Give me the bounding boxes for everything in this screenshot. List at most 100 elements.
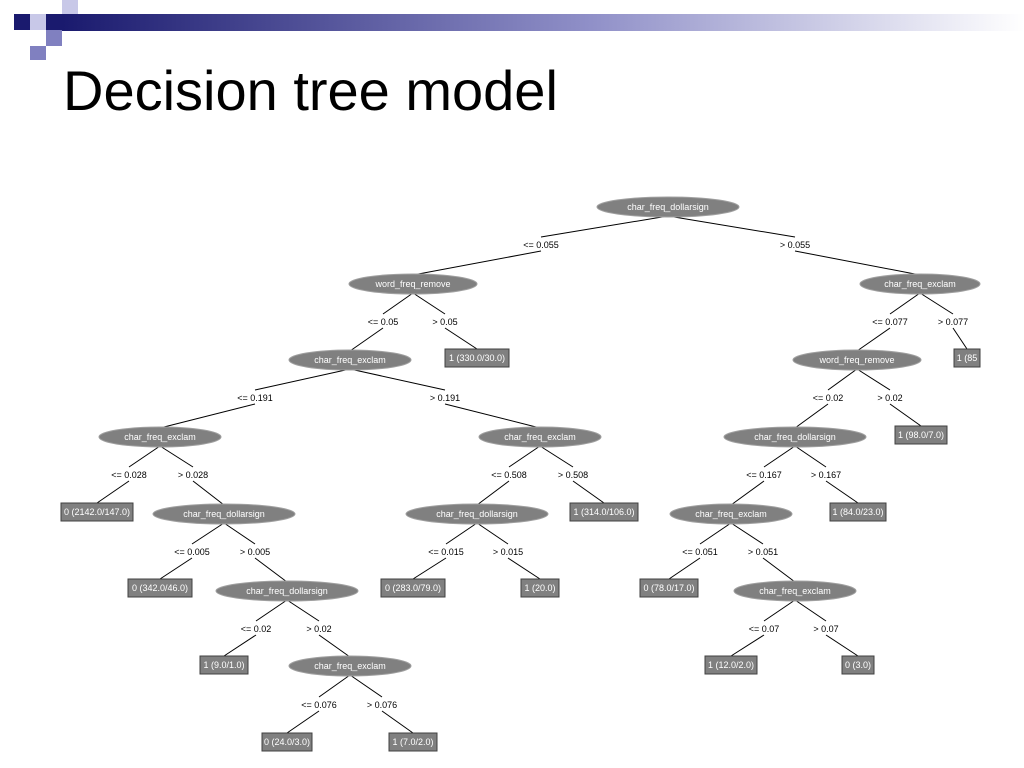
tree-edge bbox=[794, 403, 829, 429]
tree-edge bbox=[349, 327, 384, 352]
leaf-box bbox=[388, 732, 438, 752]
tree-leaf: 1 (98.0/7.0) bbox=[894, 425, 948, 445]
edge-label: > 0.015 bbox=[493, 547, 523, 557]
tree-edge bbox=[667, 215, 796, 238]
tree-edge bbox=[919, 292, 954, 315]
tree-edge bbox=[668, 557, 701, 580]
edge-label: > 0.167 bbox=[811, 470, 841, 480]
tree-edge bbox=[539, 445, 574, 468]
tree-leaf: 0 (342.0/46.0) bbox=[127, 578, 193, 598]
node-label: char_freq_dollarsign bbox=[183, 509, 265, 519]
tree-node: char_freq_exclam bbox=[733, 580, 857, 602]
edge-label: > 0.076 bbox=[367, 700, 397, 710]
tree-edge bbox=[889, 403, 922, 427]
edge-label: <= 0.167 bbox=[746, 470, 782, 480]
edge-label: <= 0.015 bbox=[428, 547, 464, 557]
node-label: char_freq_exclam bbox=[314, 661, 386, 671]
tree-leaf: 1 (330.0/30.0) bbox=[444, 348, 510, 368]
tree-edge-labels: <= 0.055> 0.055<= 0.05> 0.05<= 0.191> 0.… bbox=[111, 240, 968, 710]
edge-label: > 0.005 bbox=[240, 547, 270, 557]
leaf-label: 0 (3.0) bbox=[845, 660, 871, 670]
tree-nodes: char_freq_dollarsignword_freq_removechar… bbox=[98, 196, 981, 677]
leaf-box bbox=[60, 502, 134, 522]
leaf-label: 1 (84.0/23.0) bbox=[832, 507, 883, 517]
header-square bbox=[46, 30, 62, 46]
node-ellipse bbox=[288, 655, 412, 677]
node-ellipse bbox=[723, 426, 867, 448]
node-ellipse bbox=[348, 273, 478, 295]
tree-node: word_freq_remove bbox=[348, 273, 478, 295]
leaf-box bbox=[841, 655, 875, 675]
tree-node: char_freq_exclam bbox=[669, 503, 793, 525]
tree-leaf: 1 (9.0/1.0) bbox=[199, 655, 249, 675]
node-label: word_freq_remove bbox=[818, 355, 894, 365]
leaf-box bbox=[829, 502, 887, 522]
header-square bbox=[30, 14, 46, 30]
leaf-box bbox=[704, 655, 758, 675]
tree-edge bbox=[412, 292, 446, 315]
edge-label: > 0.07 bbox=[813, 624, 838, 634]
tree-node: char_freq_exclam bbox=[288, 655, 412, 677]
tree-node: word_freq_remove bbox=[792, 349, 922, 371]
tree-leaf: 0 (2142.0/147.0) bbox=[60, 502, 134, 522]
header-gradient-bar bbox=[62, 14, 1024, 31]
leaf-label: 1 (330.0/30.0) bbox=[449, 353, 505, 363]
leaf-label: 1 (9.0/1.0) bbox=[203, 660, 244, 670]
leaf-label: 0 (78.0/17.0) bbox=[643, 583, 694, 593]
tree-leaf: 0 (283.0/79.0) bbox=[380, 578, 446, 598]
tree-edge bbox=[856, 327, 891, 352]
edge-label: <= 0.02 bbox=[241, 624, 272, 634]
leaf-box bbox=[639, 578, 699, 598]
tree-leaf: 1 (20.0) bbox=[520, 578, 560, 598]
node-label: char_freq_exclam bbox=[314, 355, 386, 365]
leaf-box bbox=[199, 655, 249, 675]
tree-edge bbox=[223, 522, 256, 545]
tree-edge bbox=[412, 250, 542, 276]
tree-edge bbox=[318, 634, 351, 658]
node-ellipse bbox=[669, 503, 793, 525]
tree-leaf: 1 (12.0/2.0) bbox=[704, 655, 758, 675]
tree-leaf: 0 (24.0/3.0) bbox=[261, 732, 313, 752]
leaf-box bbox=[261, 732, 313, 752]
tree-edge bbox=[254, 368, 351, 391]
tree-edge bbox=[540, 215, 669, 238]
leaf-label: 1 (7.0/2.0) bbox=[392, 737, 433, 747]
tree-edge bbox=[794, 599, 827, 622]
leaf-box bbox=[444, 348, 510, 368]
edge-label: > 0.05 bbox=[432, 317, 457, 327]
tree-edge bbox=[730, 480, 765, 506]
edge-label: <= 0.076 bbox=[301, 700, 337, 710]
tree-edge bbox=[476, 480, 510, 506]
edge-label: <= 0.191 bbox=[237, 393, 273, 403]
tree-edge bbox=[255, 599, 288, 622]
tree-node: char_freq_dollarsign bbox=[596, 196, 740, 218]
tree-edge bbox=[444, 403, 541, 429]
tree-edge bbox=[159, 403, 256, 429]
node-ellipse bbox=[215, 580, 359, 602]
edge-label: <= 0.055 bbox=[523, 240, 559, 250]
tree-edge bbox=[192, 480, 225, 506]
tree-leaf: 0 (78.0/17.0) bbox=[639, 578, 699, 598]
tree-edge bbox=[762, 557, 796, 583]
leaf-label: 0 (2142.0/147.0) bbox=[64, 507, 130, 517]
edge-label: <= 0.508 bbox=[491, 470, 527, 480]
leaf-box bbox=[894, 425, 948, 445]
tree-edge bbox=[508, 445, 541, 468]
tree-edge bbox=[191, 522, 225, 545]
tree-edge bbox=[286, 710, 320, 734]
tree-edge bbox=[952, 327, 968, 350]
tree-edge bbox=[254, 557, 288, 583]
node-label: char_freq_dollarsign bbox=[627, 202, 709, 212]
leaf-box bbox=[380, 578, 446, 598]
edge-label: > 0.051 bbox=[748, 547, 778, 557]
slide-title: Decision tree model bbox=[63, 59, 558, 122]
leaf-box bbox=[127, 578, 193, 598]
edge-label: > 0.055 bbox=[780, 240, 810, 250]
tree-edge bbox=[159, 557, 193, 580]
edge-label: <= 0.02 bbox=[813, 393, 844, 403]
leaf-box bbox=[520, 578, 560, 598]
tree-edge bbox=[856, 368, 891, 391]
tree-edge bbox=[827, 368, 858, 391]
header-square bbox=[30, 46, 46, 60]
